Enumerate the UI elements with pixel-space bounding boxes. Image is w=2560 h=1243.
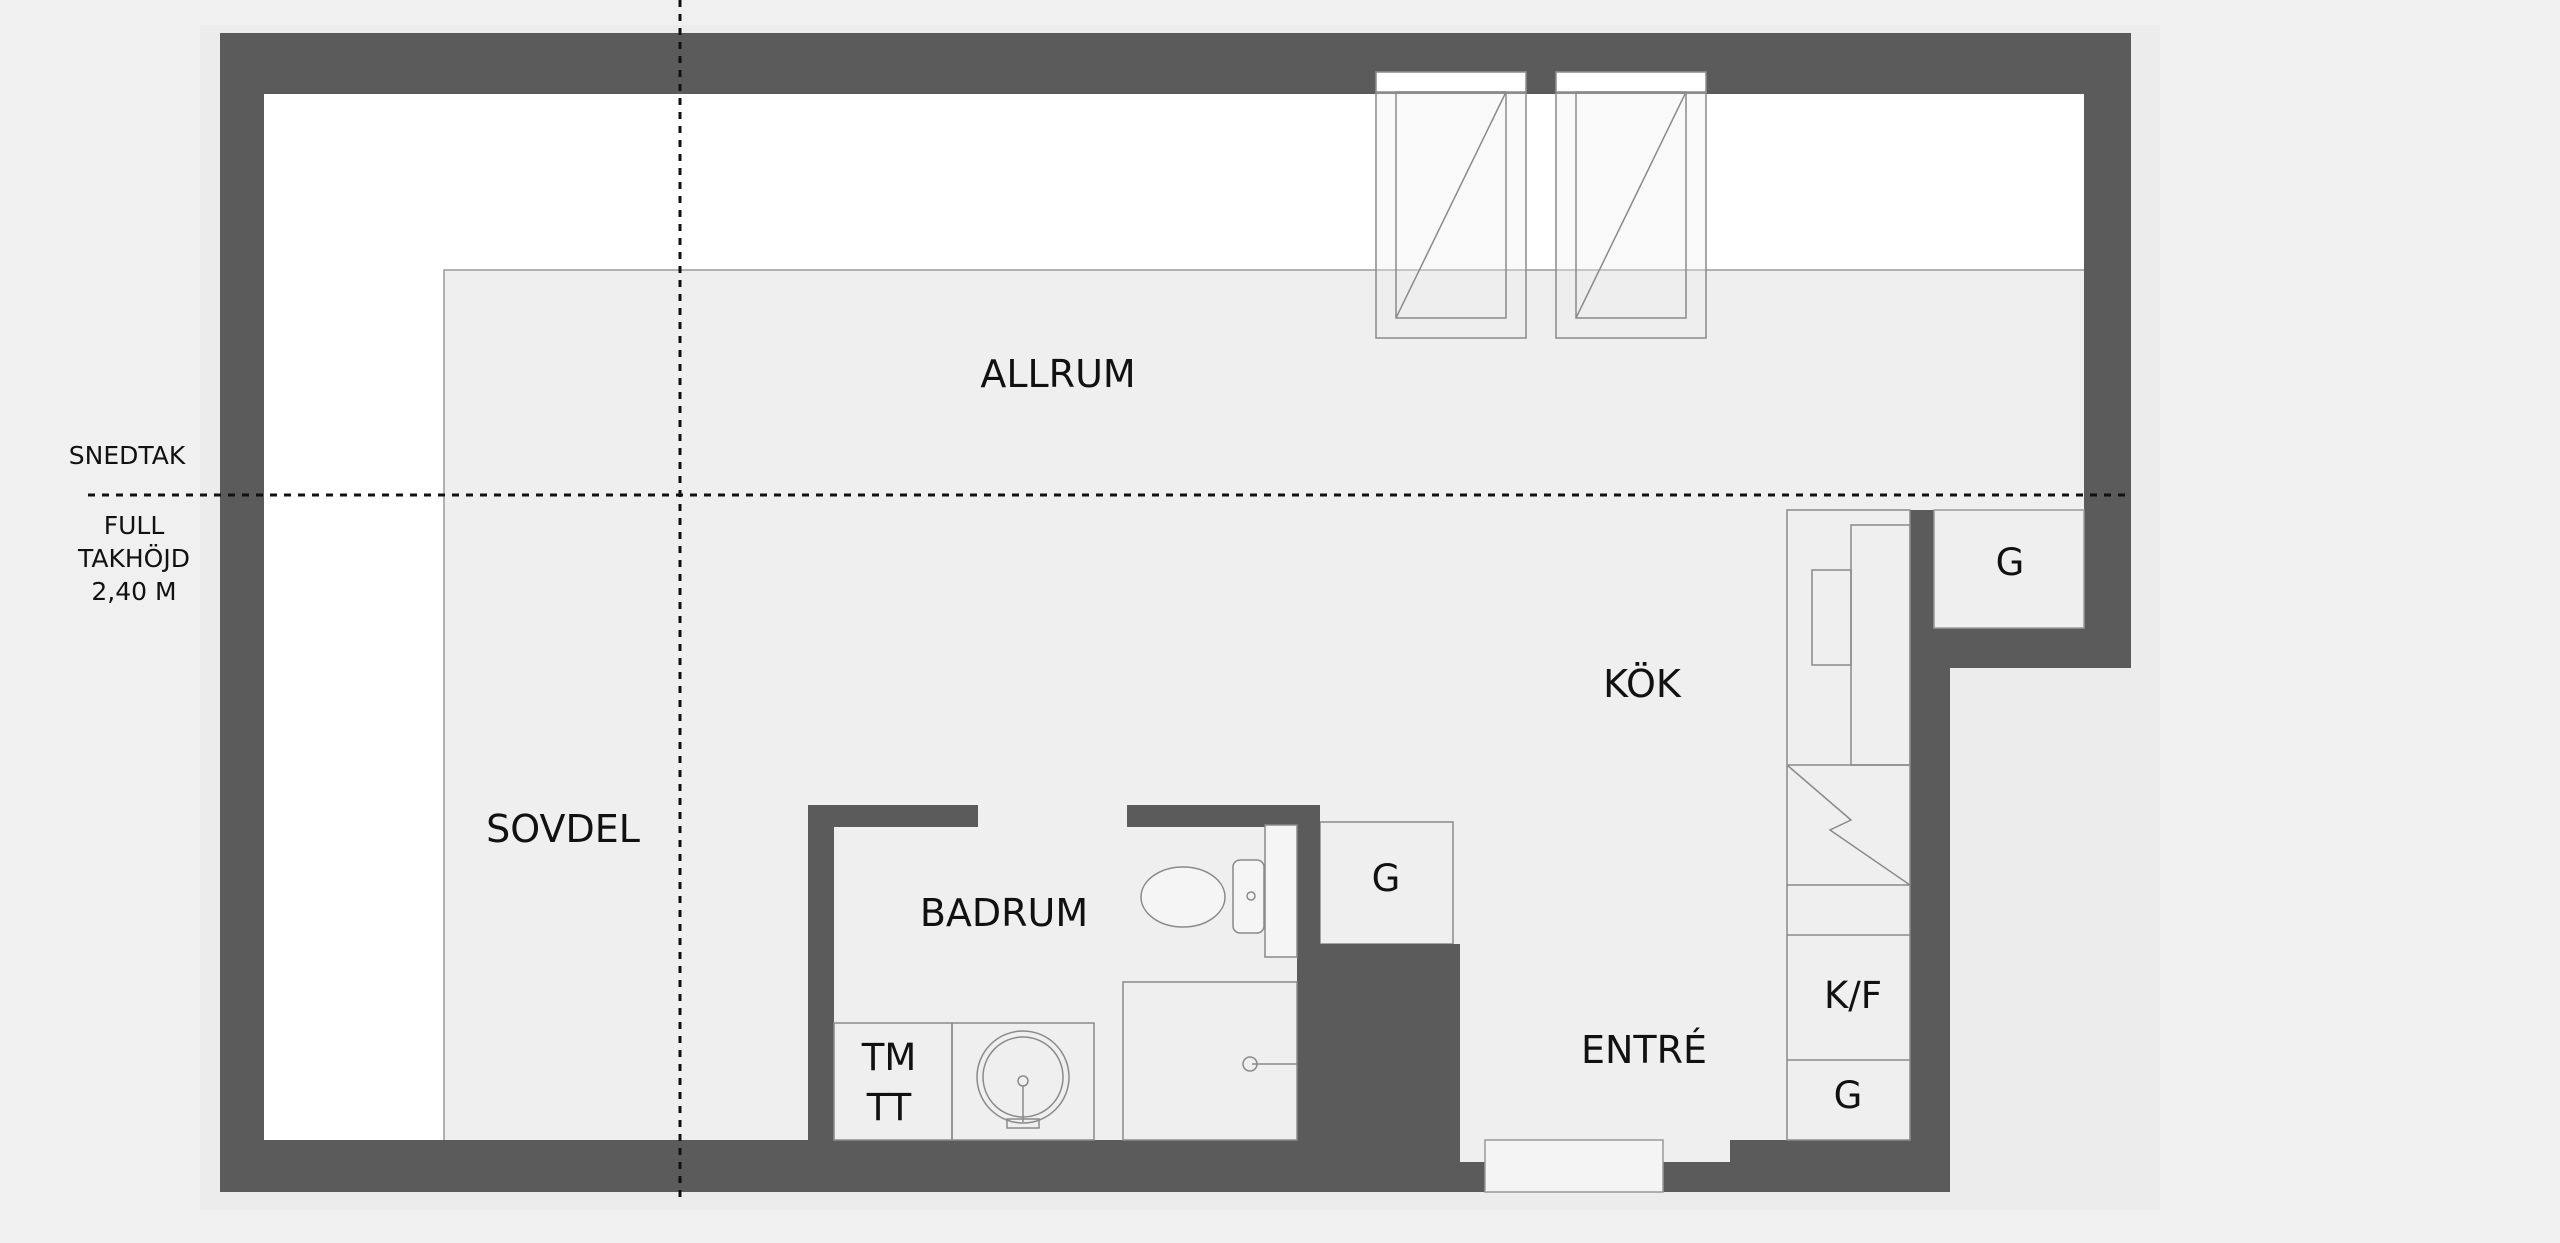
toilet <box>1140 824 1298 958</box>
room-label-bathroom: BADRUM <box>920 891 1088 935</box>
wardrobe-bottom-label: G <box>1834 1074 1863 1117</box>
interior-floor <box>264 94 2084 1192</box>
washer-label: TM <box>861 1036 917 1079</box>
full-height-label-line-2: TAKHÖJD <box>77 544 190 573</box>
wardrobe-top-label: G <box>1996 541 2025 584</box>
entry-wall-block <box>1297 944 1460 1140</box>
shower <box>1122 981 1298 1141</box>
sloped-boundary-line <box>443 269 2084 1140</box>
skylight-left <box>1375 71 1527 339</box>
kitchen-counter <box>1786 509 1911 1141</box>
wardrobe-top <box>1933 509 2085 629</box>
bathroom-walls <box>808 805 1320 1144</box>
entrance-threshold <box>1484 1139 1664 1193</box>
room-label-sleeping: SOVDEL <box>486 807 640 851</box>
dryer-label: TT <box>866 1086 912 1129</box>
full-height-label-line-3: 2,40 M <box>91 577 176 606</box>
fridge-freezer-label: K/F <box>1824 974 1882 1017</box>
room-label-entrance: ENTRÉ <box>1581 1028 1707 1072</box>
room-label-kitchen: KÖK <box>1603 662 1682 706</box>
skylight-right <box>1555 71 1707 339</box>
full-height-label-line-1: FULL <box>104 511 165 540</box>
sloped-ceiling-area <box>264 94 2084 1140</box>
sink <box>951 1022 1095 1141</box>
washer-dryer-tower <box>833 1022 953 1141</box>
wardrobe-mid-label: G <box>1372 857 1401 900</box>
kitchen-wall <box>1910 510 1934 1140</box>
sloped-ceiling-label: SNEDTAK <box>69 441 186 470</box>
room-label-living: ALLRUM <box>980 352 1135 396</box>
